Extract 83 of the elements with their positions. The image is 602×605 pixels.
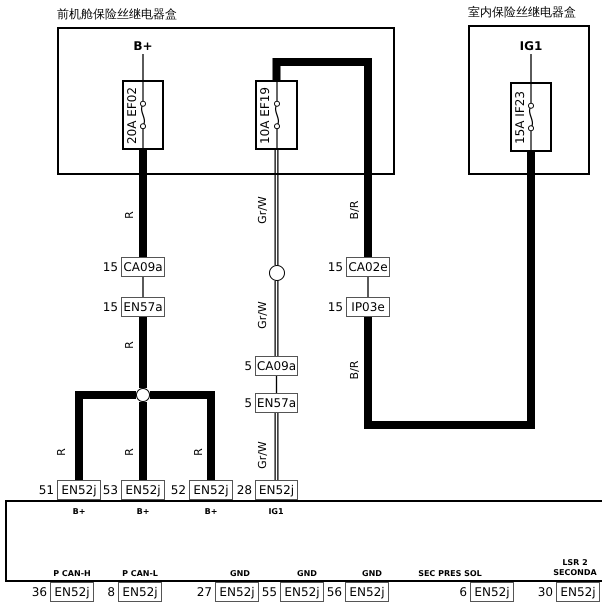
pin-number: 5: [243, 358, 252, 375]
pin-function-label: LSR 2 SECONDA: [552, 558, 598, 578]
wire: [75, 391, 136, 480]
fuse: [255, 80, 298, 150]
pin-number: 15: [326, 259, 343, 276]
pin-number: 53: [102, 482, 118, 499]
wire-color-label: B/R: [349, 360, 361, 380]
connector-box: CA09a: [121, 257, 165, 277]
pin-number: 30: [536, 584, 553, 601]
wire-color-label: B/R: [349, 200, 361, 220]
pin-function-label: IG1: [267, 507, 285, 517]
pin-function-label: SEC PRES SOL: [417, 569, 483, 579]
connector-box: EN52j: [255, 480, 298, 500]
connector-box: EN52j: [215, 582, 259, 602]
power-source-label: B+: [130, 38, 156, 54]
connector-box: EN57a: [255, 393, 298, 413]
fuse-rating: 10A EF19: [258, 85, 272, 146]
pin-function-label: B+: [72, 507, 86, 517]
pin-number: 27: [196, 584, 212, 601]
fuse: [122, 80, 164, 150]
wire-color-label: R: [124, 448, 136, 456]
wire: [364, 152, 535, 429]
power-source-label: IG1: [518, 38, 544, 54]
pin-number: 51: [38, 482, 54, 499]
wire: [150, 391, 215, 480]
connector-box: EN52j: [121, 480, 165, 500]
wire: [142, 277, 144, 297]
wire-color-label: R: [124, 341, 136, 349]
fuse-rating: 15A IF23: [513, 90, 527, 146]
wire: [530, 54, 532, 82]
connector-box: EN52j: [470, 582, 514, 602]
wire: [274, 150, 278, 265]
pin-number: 56: [326, 584, 342, 601]
wire: [139, 402, 147, 480]
wire: [272, 58, 372, 257]
fuse-box-heading: 室内保险丝继电器盒: [468, 4, 576, 20]
wire-color-label: R: [193, 448, 205, 456]
splice-point: [136, 388, 150, 402]
pin-function-label: GND: [361, 569, 383, 579]
pin-function-label: GND: [296, 569, 318, 579]
pin-number: 36: [30, 584, 47, 601]
wire: [274, 281, 278, 356]
wire: [139, 150, 147, 257]
wire-color-label: R: [56, 448, 68, 456]
connector-box: EN52j: [556, 582, 600, 602]
connector-box: EN52j: [50, 582, 94, 602]
fuse-box-heading: 前机舱保险丝继电器盒: [57, 6, 177, 22]
wire-color-label: Gr/W: [257, 301, 269, 329]
connector-box: EN52j: [57, 480, 101, 500]
pin-number: 28: [236, 482, 252, 499]
pin-function-label: GND: [229, 569, 251, 579]
pin-function-label: B+: [136, 507, 150, 517]
wire: [139, 317, 147, 388]
connector-box: CA02e: [346, 257, 390, 277]
pin-number: 15: [102, 259, 118, 276]
connector-box: EN52j: [345, 582, 389, 602]
splice-point: [268, 265, 284, 281]
wire-color-label: R: [124, 211, 136, 219]
fuse: [510, 82, 552, 152]
pin-function-label: P CAN-L: [121, 569, 159, 579]
connector-box: EN52j: [189, 480, 233, 500]
wire-color-label: Gr/W: [257, 196, 269, 224]
pin-number: 6: [458, 584, 467, 601]
fuse-rating: 20A EF02: [125, 85, 139, 146]
pin-number: 5: [243, 395, 252, 412]
wire: [142, 54, 144, 80]
wire: [367, 277, 369, 297]
connector-box: CA09a: [255, 356, 298, 376]
wire: [276, 376, 278, 393]
pin-function-label: B+: [204, 507, 218, 517]
pin-number: 15: [102, 299, 118, 316]
connector-box: EN52j: [280, 582, 324, 602]
pin-function-label: P CAN-H: [52, 569, 92, 579]
connector-box: EN52j: [118, 582, 162, 602]
pin-number: 52: [170, 482, 186, 499]
pin-number: 8: [106, 584, 115, 601]
control-module-box: [5, 500, 602, 582]
pin-number: 55: [260, 584, 277, 601]
wire-color-label: Gr/W: [257, 441, 269, 469]
connector-box: IP03e: [346, 297, 390, 317]
connector-box: EN57a: [121, 297, 165, 317]
pin-number: 15: [326, 299, 343, 316]
wire: [274, 413, 278, 480]
